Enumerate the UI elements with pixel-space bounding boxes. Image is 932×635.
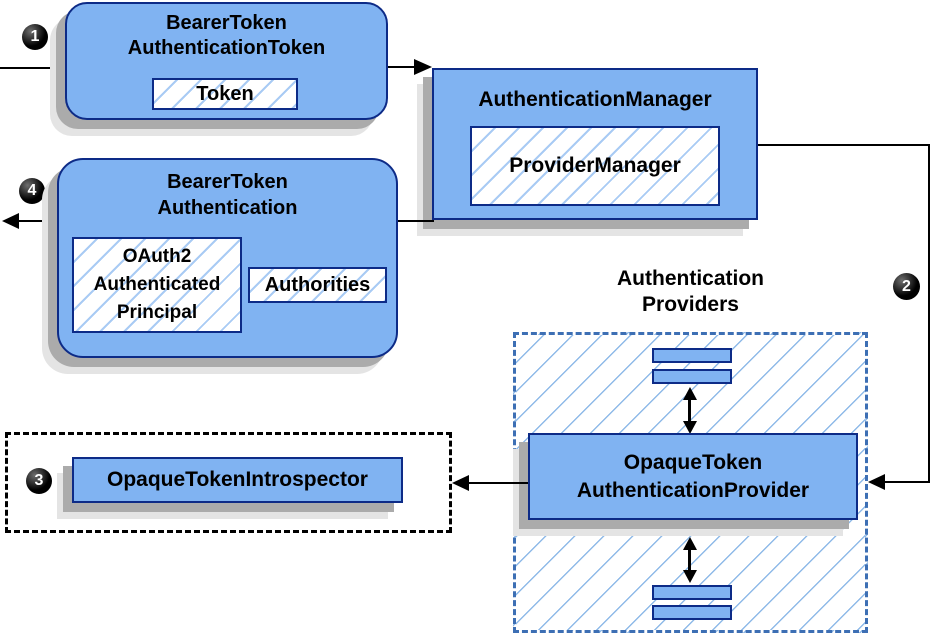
- authentication-out-arrowhead: [2, 213, 19, 229]
- provider-to-introspector-line: [467, 482, 528, 484]
- bearer-token-authentication-box: BearerToken Authentication OAuth2 Authen…: [57, 158, 398, 358]
- bearer-token-authentication-token-box: BearerToken AuthenticationToken Token: [65, 2, 388, 120]
- token-chip: Token: [152, 78, 298, 110]
- bottom-double-arrow-up-head: [683, 537, 697, 550]
- provider-stack-bar-bottom-2: [652, 605, 732, 620]
- authorities-chip: Authorities: [248, 267, 387, 303]
- step-4-badge: 4: [19, 178, 45, 204]
- bearer-token-authentication-title: BearerToken Authentication: [157, 171, 298, 219]
- top-double-arrow-down-head: [683, 421, 697, 434]
- provider-stack-bar-top-2: [652, 369, 732, 384]
- token-to-manager-line: [388, 66, 416, 68]
- opaque-token-authentication-provider-box: OpaqueToken AuthenticationProvider: [528, 433, 858, 520]
- provider-manager-chip: ProviderManager: [470, 126, 720, 206]
- top-double-arrow-line: [688, 398, 691, 423]
- opaque-token-introspector-box: OpaqueTokenIntrospector: [72, 457, 403, 503]
- manager-to-provider-arrowhead: [868, 474, 885, 490]
- bottom-double-arrow-down-head: [683, 570, 697, 583]
- manager-to-provider-line-right: [928, 144, 930, 483]
- bottom-double-arrow-line: [688, 548, 691, 572]
- provider-to-introspector-arrowhead: [452, 475, 469, 491]
- step-2-badge: 2: [893, 273, 920, 300]
- provider-stack-bar-bottom-1: [652, 585, 732, 600]
- authentication-manager-box: AuthenticationManager ProviderManager: [432, 68, 758, 220]
- authentication-manager-title: AuthenticationManager: [478, 88, 712, 111]
- oauth2-authenticated-principal-chip: OAuth2 Authenticated Principal: [72, 237, 242, 333]
- incoming-request-line: [0, 67, 66, 69]
- manager-to-provider-line-bottom: [884, 481, 930, 483]
- bearer-token-authentication-token-title: BearerToken AuthenticationToken: [127, 12, 326, 59]
- manager-to-authentication-line: [398, 220, 434, 222]
- provider-stack-bar-top-1: [652, 348, 732, 363]
- manager-to-provider-line-top: [758, 144, 930, 146]
- step-3-badge: 3: [26, 468, 52, 494]
- step-1-badge: 1: [22, 24, 48, 50]
- opaque-token-introspector-label: OpaqueTokenIntrospector: [107, 468, 368, 491]
- authentication-providers-title: Authentication Providers: [617, 267, 764, 316]
- authentication-out-line: [19, 220, 59, 222]
- token-to-manager-arrowhead: [414, 59, 432, 75]
- opaque-token-authentication-provider-title: OpaqueToken AuthenticationProvider: [576, 451, 810, 502]
- top-double-arrow-up-head: [683, 387, 697, 400]
